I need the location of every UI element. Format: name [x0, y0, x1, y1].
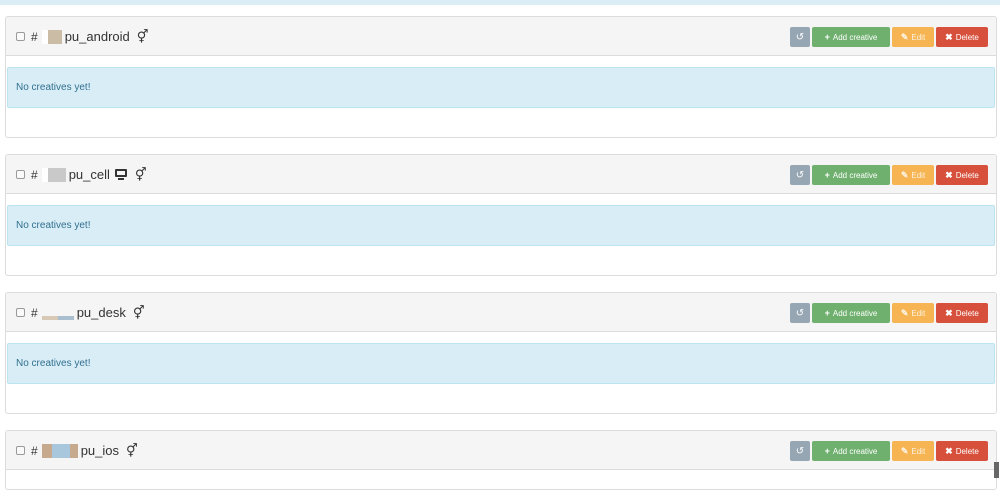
edit-button[interactable]: ✎Edit — [892, 303, 934, 323]
delete-label: Delete — [955, 308, 979, 318]
plus-icon: + — [824, 32, 830, 42]
edit-label: Edit — [911, 170, 926, 180]
campaign-name: pu_ios — [80, 443, 119, 458]
empty-creatives-alert: No creatives yet! — [7, 67, 995, 108]
add-creative-label: Add creative — [832, 446, 878, 456]
gender-icon: ⚥ — [132, 304, 145, 320]
gender-icon: ⚥ — [136, 28, 149, 44]
add-creative-label: Add creative — [832, 32, 878, 42]
undo-icon: ↺ — [795, 31, 805, 43]
campaign-name: pu_desk — [76, 305, 126, 320]
edit-button[interactable]: ✎Edit — [892, 441, 934, 461]
select-checkbox[interactable] — [16, 32, 25, 41]
id-hash: # — [31, 29, 38, 44]
empty-message: No creatives yet! — [16, 358, 91, 369]
gender-icon: ⚥ — [134, 166, 147, 182]
panel-heading: # pu_android ⚥ ↺ +Add creative ✎Edit ✖De… — [6, 17, 996, 56]
empty-creatives-alert: No creatives yet! — [7, 343, 995, 384]
add-creative-label: Add creative — [832, 170, 878, 180]
select-checkbox[interactable] — [16, 170, 25, 179]
campaign-name: pu_cell — [68, 167, 110, 182]
delete-button[interactable]: ✖Delete — [936, 441, 988, 461]
delete-icon: ✖ — [945, 169, 953, 180]
plus-icon: + — [824, 446, 830, 456]
redacted-id — [41, 315, 74, 320]
redacted-id — [41, 29, 62, 44]
edit-icon: ✎ — [900, 31, 909, 42]
delete-button[interactable]: ✖Delete — [936, 303, 988, 323]
resize-handle[interactable] — [994, 462, 999, 478]
undo-button[interactable]: ↺ — [790, 27, 810, 47]
plus-icon: + — [824, 170, 830, 180]
edit-icon: ✎ — [900, 445, 909, 456]
campaign-panel: # pu_cell ⚥ ↺ +Add creative ✎Edit ✖Delet… — [5, 154, 997, 276]
desktop-icon — [114, 168, 128, 181]
campaign-panel: # pu_android ⚥ ↺ +Add creative ✎Edit ✖De… — [5, 16, 997, 138]
id-hash: # — [31, 305, 38, 320]
undo-icon: ↺ — [795, 169, 805, 181]
undo-icon: ↺ — [795, 445, 805, 457]
delete-icon: ✖ — [945, 445, 953, 456]
edit-label: Edit — [911, 308, 926, 318]
delete-button[interactable]: ✖Delete — [936, 165, 988, 185]
delete-icon: ✖ — [945, 307, 953, 318]
panel-heading: # pu_ios ⚥ ↺ +Add creative ✎Edit ✖Delete — [6, 431, 996, 470]
edit-icon: ✎ — [900, 169, 909, 180]
edit-label: Edit — [911, 446, 926, 456]
delete-icon: ✖ — [945, 31, 953, 42]
edit-button[interactable]: ✎Edit — [892, 165, 934, 185]
select-checkbox[interactable] — [16, 308, 25, 317]
select-checkbox[interactable] — [16, 446, 25, 455]
campaign-name: pu_android — [64, 29, 130, 44]
panel-heading: # pu_desk ⚥ ↺ +Add creative ✎Edit ✖Delet… — [6, 293, 996, 332]
delete-label: Delete — [955, 446, 979, 456]
id-hash: # — [31, 167, 38, 182]
undo-button[interactable]: ↺ — [790, 165, 810, 185]
gender-icon: ⚥ — [126, 442, 138, 458]
add-creative-button[interactable]: +Add creative — [812, 441, 890, 461]
add-creative-label: Add creative — [832, 308, 878, 318]
empty-message: No creatives yet! — [16, 220, 91, 231]
panel-heading: # pu_cell ⚥ ↺ +Add creative ✎Edit ✖Delet… — [6, 155, 996, 194]
add-creative-button[interactable]: +Add creative — [812, 165, 890, 185]
id-hash: # — [31, 443, 38, 458]
top-strip — [0, 0, 1000, 5]
edit-button[interactable]: ✎Edit — [892, 27, 934, 47]
redacted-id — [41, 443, 78, 458]
delete-label: Delete — [955, 32, 979, 42]
empty-message: No creatives yet! — [16, 82, 91, 93]
edit-icon: ✎ — [900, 307, 909, 318]
undo-button[interactable]: ↺ — [790, 441, 810, 461]
plus-icon: + — [824, 308, 830, 318]
campaign-panel: # pu_desk ⚥ ↺ +Add creative ✎Edit ✖Delet… — [5, 292, 997, 414]
delete-label: Delete — [955, 170, 979, 180]
undo-icon: ↺ — [795, 307, 805, 319]
edit-label: Edit — [911, 32, 926, 42]
add-creative-button[interactable]: +Add creative — [812, 27, 890, 47]
undo-button[interactable]: ↺ — [790, 303, 810, 323]
redacted-id — [41, 167, 66, 182]
campaign-panel: # pu_ios ⚥ ↺ +Add creative ✎Edit ✖Delete — [5, 430, 997, 490]
delete-button[interactable]: ✖Delete — [936, 27, 988, 47]
empty-creatives-alert: No creatives yet! — [7, 205, 995, 246]
add-creative-button[interactable]: +Add creative — [812, 303, 890, 323]
